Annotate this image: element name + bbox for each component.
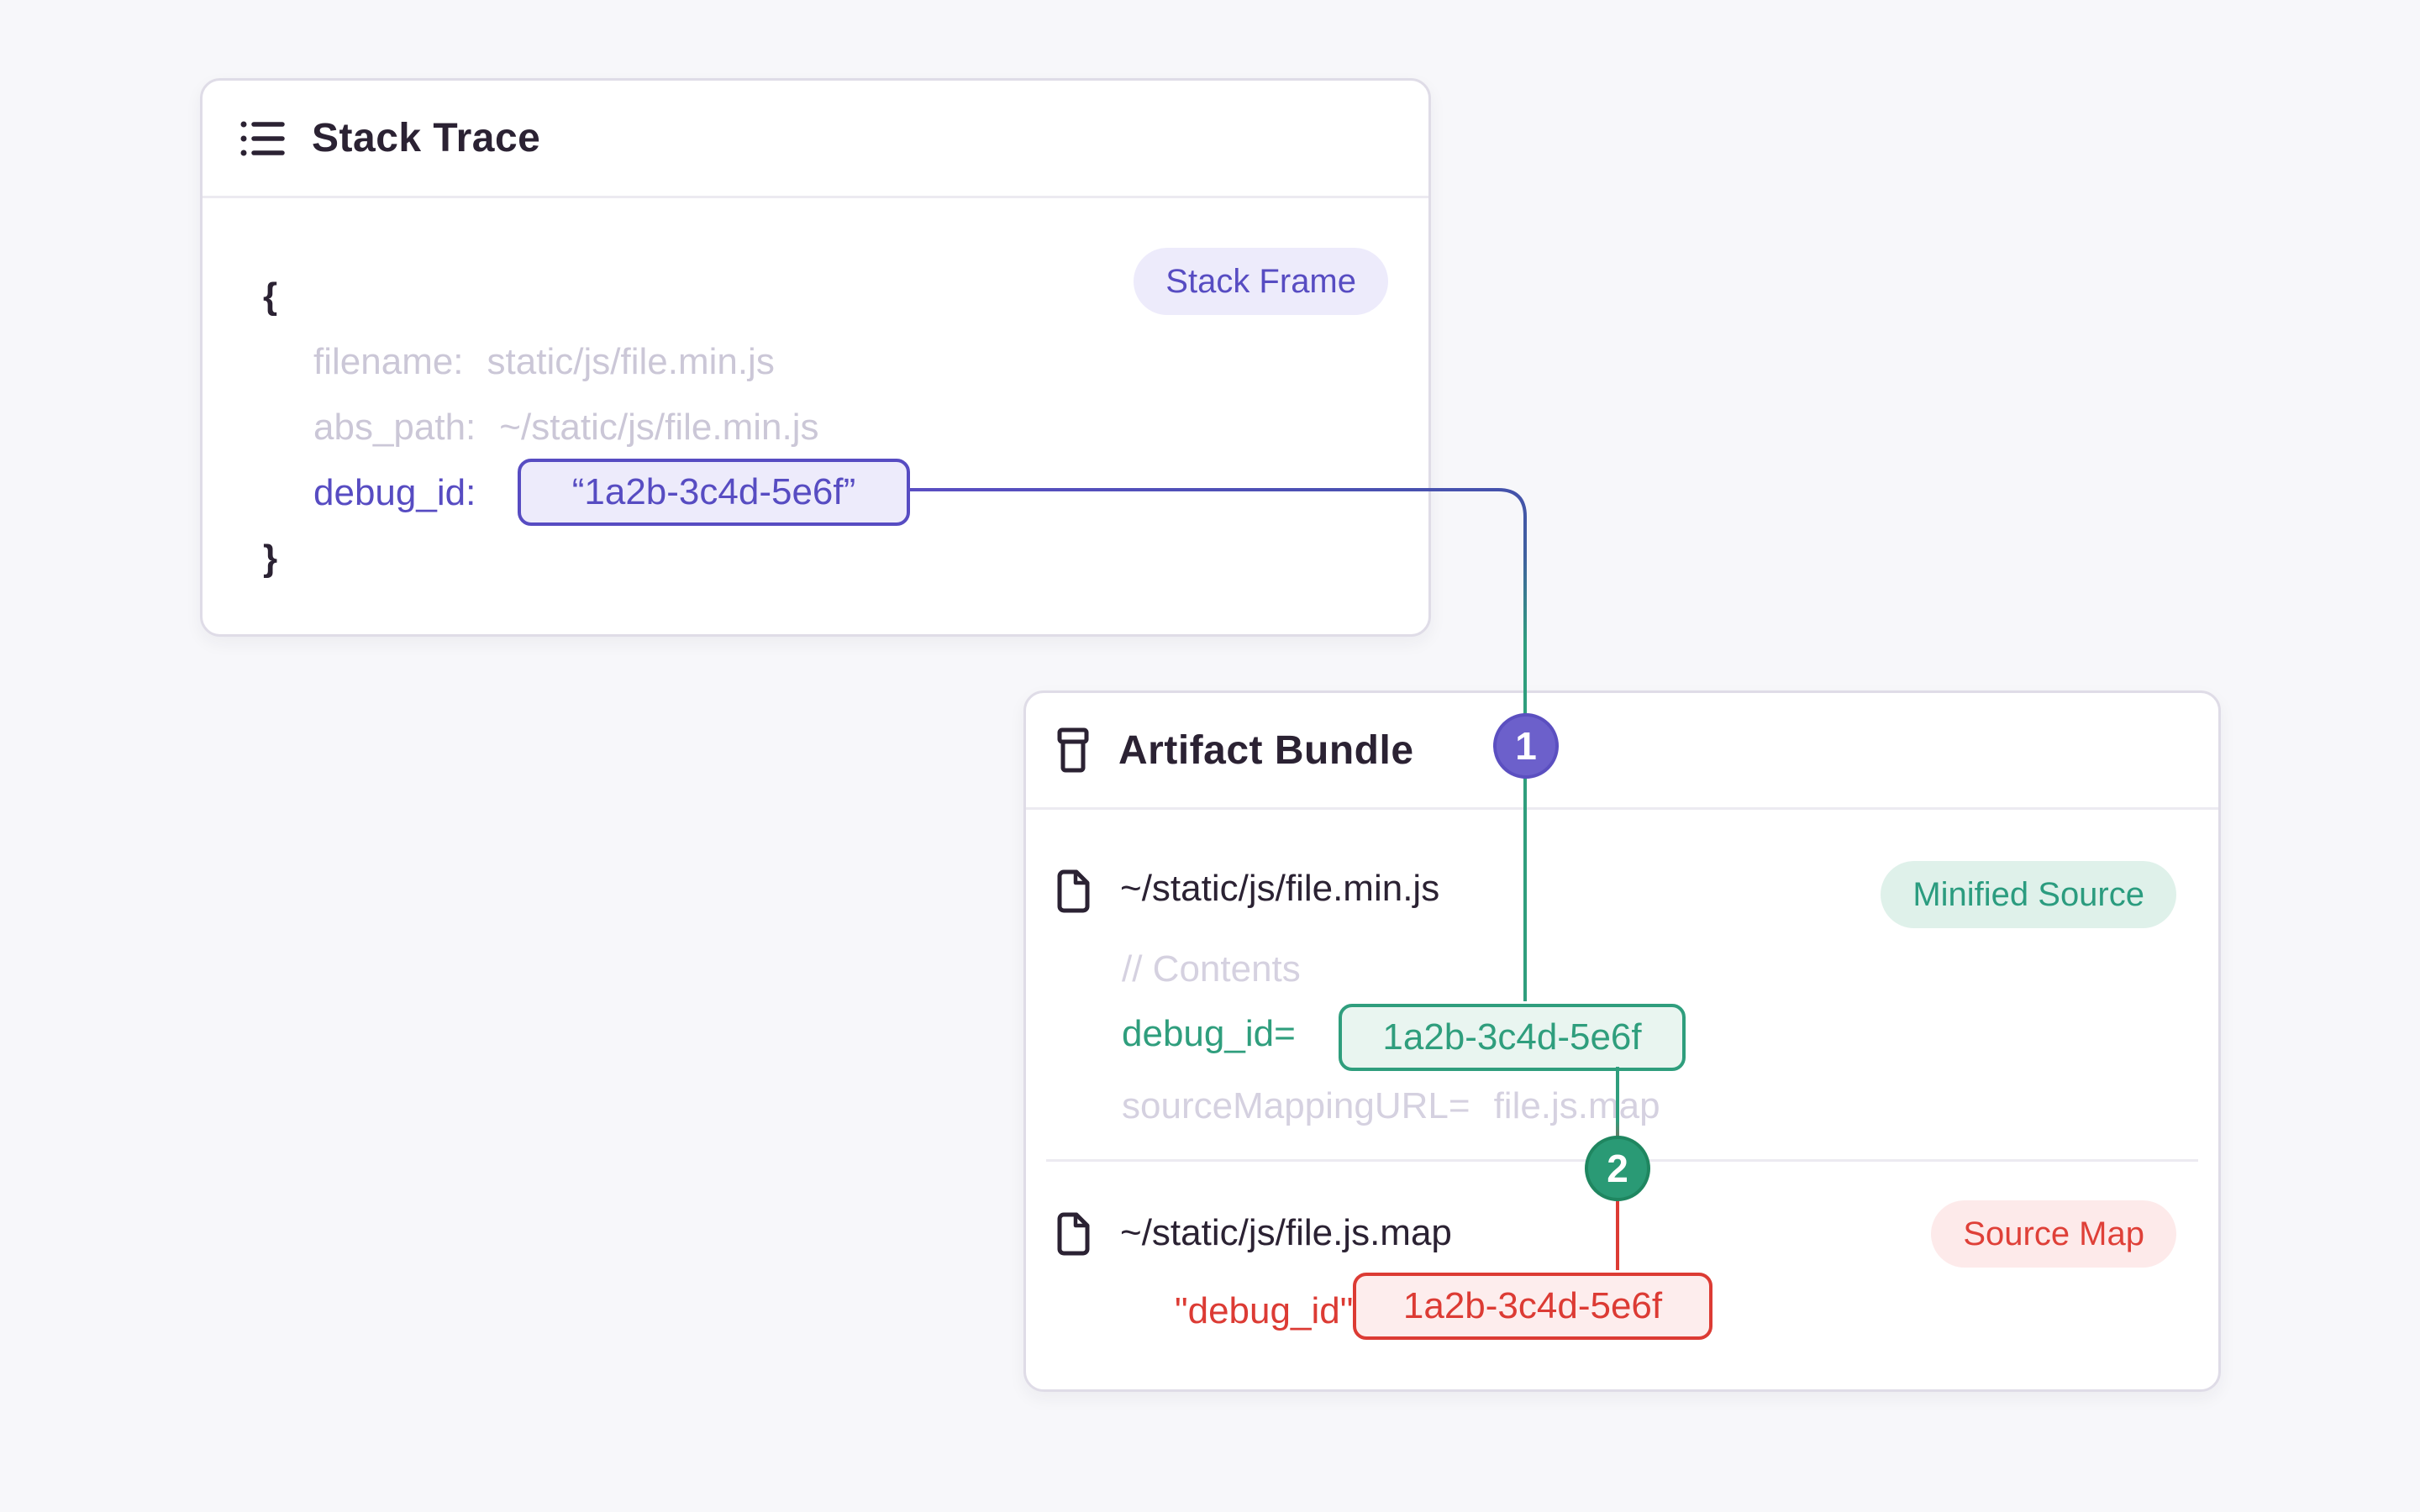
bundle-debug-id-key: debug_id= [1122, 1013, 1296, 1054]
minified-file-path: ~/static/js/file.min.js [1120, 868, 1440, 909]
step-1-badge: 1 [1493, 713, 1559, 779]
contents-comment: // Contents [1122, 948, 1301, 990]
source-map-badge: Source Map [1931, 1200, 2176, 1268]
source-mapping-key: sourceMappingURL= [1122, 1085, 1470, 1126]
step-2-badge: 2 [1585, 1136, 1650, 1201]
open-brace: { [263, 276, 278, 317]
artifact-bundle-card: Artifact Bundle ~/static/js/file.min.js … [1023, 690, 2221, 1392]
close-brace: } [263, 538, 278, 579]
stack-trace-card: Stack Trace { Stack Frame filename: stat… [200, 78, 1431, 637]
minified-source-badge: Minified Source [1881, 861, 2176, 928]
stack-frame-badge: Stack Frame [1134, 248, 1388, 315]
artifact-bundle-header: Artifact Bundle [1026, 693, 2218, 810]
stack-trace-header: Stack Trace [203, 81, 1428, 198]
source-mapping-row: sourceMappingURL= file.js.map [1122, 1085, 1660, 1127]
source-map-file-path: ~/static/js/file.js.map [1120, 1212, 1452, 1253]
archive-box-icon [1057, 727, 1089, 773]
list-icon [240, 121, 285, 155]
file-icon [1057, 1212, 1090, 1256]
abs-path-row: abs_path: ~/static/js/file.min.js [313, 407, 819, 449]
source-mapping-value: file.js.map [1493, 1085, 1660, 1126]
map-debug-id-row: "debug_id": [1175, 1290, 1364, 1332]
map-debug-id-key: "debug_id": [1175, 1290, 1364, 1331]
bundle-debug-id-pill: 1a2b-3c4d-5e6f [1339, 1004, 1686, 1071]
abs-path-value: ~/static/js/file.min.js [499, 407, 819, 448]
filename-value: static/js/file.min.js [487, 341, 775, 382]
filename-row: filename: static/js/file.min.js [313, 341, 775, 383]
map-debug-id-pill: 1a2b-3c4d-5e6f [1353, 1273, 1712, 1340]
debug-id-row: debug_id: [313, 472, 476, 514]
abs-path-key: abs_path: [313, 407, 476, 448]
stack-trace-title: Stack Trace [312, 116, 541, 160]
debug-id-key: debug_id: [313, 472, 476, 513]
filename-key: filename: [313, 341, 464, 382]
file-icon [1057, 869, 1090, 913]
artifact-bundle-title: Artifact Bundle [1118, 727, 1414, 773]
bundle-debug-id-row: debug_id= [1122, 1013, 1296, 1055]
stack-debug-id-pill: “1a2b-3c4d-5e6f” [518, 459, 910, 526]
